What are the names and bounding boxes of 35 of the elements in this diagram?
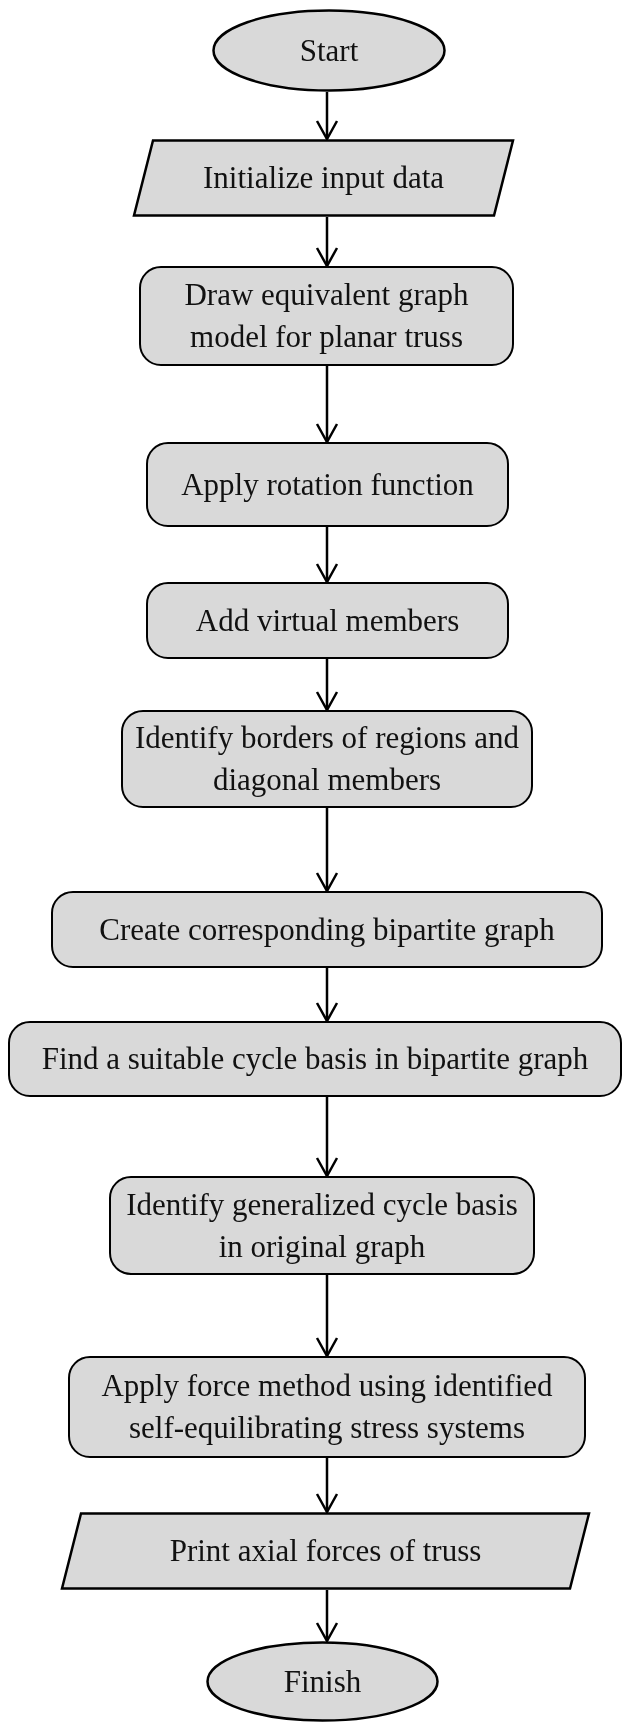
- arrow: [315, 92, 339, 141]
- step-label: Find a suitable cycle basis in bipartite graph: [41, 1040, 589, 1079]
- step-label: Add virtual members: [195, 601, 460, 640]
- arrow: [315, 366, 339, 444]
- arrow: [315, 659, 339, 712]
- process-box: [51, 891, 603, 968]
- arrow: [315, 968, 339, 1023]
- step-label: Identify generalized cycle basis in original graph: [125, 1185, 519, 1266]
- arrow: [315, 808, 339, 893]
- io-parallelogram: [61, 1512, 590, 1590]
- arrow: [315, 1458, 339, 1514]
- arrow: [315, 1590, 339, 1643]
- arrow: [315, 527, 339, 584]
- arrow: [315, 217, 339, 268]
- process-box: [146, 442, 509, 527]
- step-label: Finish: [283, 1662, 362, 1701]
- process-box: [121, 710, 533, 808]
- step-label: Draw equivalent graph model for planar truss: [183, 276, 470, 356]
- process-box: [8, 1021, 622, 1097]
- step-label: Create corresponding bipartite graph: [99, 910, 555, 949]
- process-box: [68, 1356, 586, 1458]
- io-parallelogram: [133, 139, 514, 217]
- step-label: Apply rotation function: [181, 465, 474, 504]
- terminal-ellipse: [212, 9, 446, 92]
- step-label: Identify borders of regions and diagonal members: [134, 719, 520, 799]
- arrow: [315, 1275, 339, 1358]
- step-label: Apply force method using identified self-equilibrating stress systems: [100, 1367, 554, 1447]
- step-label: Initialize input data: [203, 159, 444, 198]
- step-label: Start: [299, 31, 359, 70]
- step-label: Print axial forces of truss: [169, 1532, 482, 1571]
- terminal-ellipse: [206, 1641, 439, 1722]
- process-box: [109, 1176, 535, 1275]
- process-box: [139, 266, 514, 366]
- process-box: [146, 582, 509, 659]
- arrow: [315, 1097, 339, 1178]
